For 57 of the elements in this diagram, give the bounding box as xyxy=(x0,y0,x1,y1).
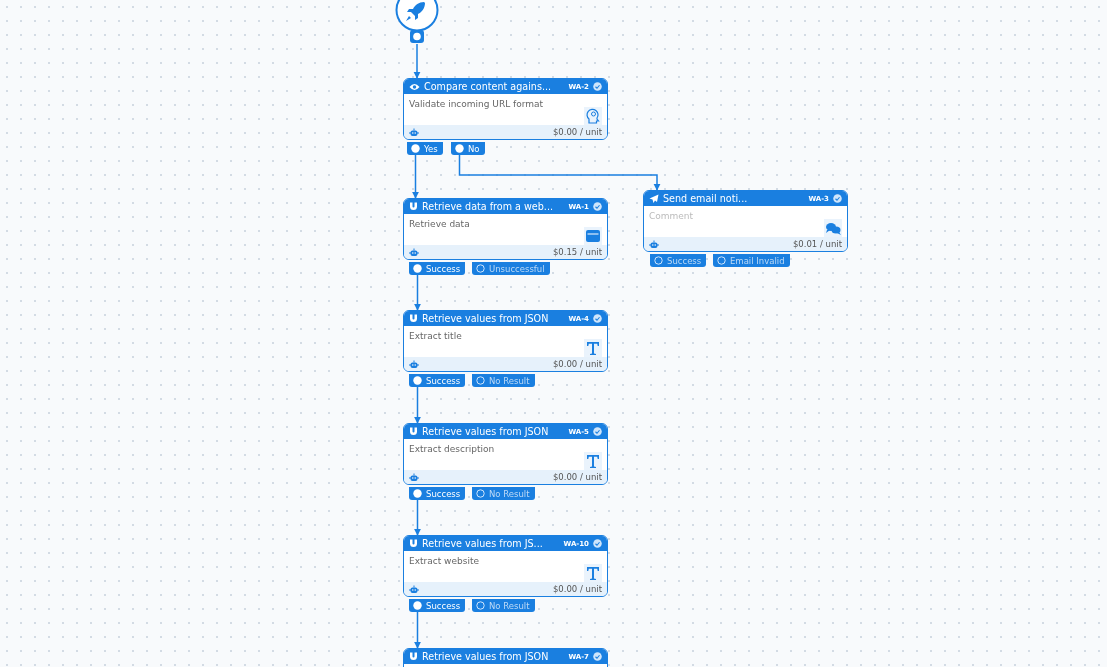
output-port xyxy=(407,142,443,155)
connector-arrow xyxy=(458,154,661,191)
port-label: Yes xyxy=(424,143,438,154)
card-title: Compare content agains... xyxy=(424,81,553,92)
output-port xyxy=(472,599,535,612)
port-label: No Result xyxy=(489,375,530,386)
action-card xyxy=(403,423,608,485)
port-label: Success xyxy=(426,600,461,611)
unit-price: $0.00 / unit xyxy=(552,359,602,369)
action-card xyxy=(403,535,608,597)
port-label: Success xyxy=(426,375,461,386)
port-label: Unsuccessful xyxy=(489,263,545,274)
card-description: Comment xyxy=(649,211,694,221)
connector-arrow xyxy=(414,499,421,536)
output-port xyxy=(409,262,466,275)
output-port xyxy=(472,374,535,387)
card-description: Extract title xyxy=(409,331,462,341)
unit-price: $0.01 / unit xyxy=(792,239,842,249)
output-port xyxy=(409,599,466,612)
card-description: Retrieve data xyxy=(409,219,470,229)
connector-arrow xyxy=(412,154,419,199)
port-label: No Result xyxy=(489,600,530,611)
port-label: No xyxy=(468,143,480,154)
card-description: Validate incoming URL format xyxy=(409,99,544,109)
card-description: Extract description xyxy=(409,444,495,454)
port-label: Success xyxy=(426,263,461,274)
unit-price: $0.00 / unit xyxy=(552,127,602,137)
port-label: Email Invalid xyxy=(730,255,785,266)
connector-arrow xyxy=(414,611,421,649)
output-port xyxy=(472,487,535,500)
card-title: Send email noti... xyxy=(663,193,749,204)
card-title: Retrieve values from JSON xyxy=(422,651,550,662)
port-label: No Result xyxy=(489,488,530,499)
output-port xyxy=(713,254,790,267)
card-title: Retrieve data from a web... xyxy=(422,201,554,212)
output-port xyxy=(472,262,550,275)
card-title: Retrieve values from JS... xyxy=(422,538,544,549)
unit-price: $0.15 / unit xyxy=(552,247,602,257)
card-title: Retrieve values from JSON xyxy=(422,426,550,437)
output-port xyxy=(650,254,707,267)
card-description: Extract website xyxy=(409,556,479,566)
output-port xyxy=(451,142,485,155)
action-card xyxy=(403,198,608,260)
action-card xyxy=(643,190,848,252)
connector-arrow xyxy=(414,274,421,311)
output-port xyxy=(409,374,466,387)
connector-arrow xyxy=(414,386,421,424)
start-node xyxy=(395,0,439,44)
action-card xyxy=(403,78,608,140)
port-label: Success xyxy=(426,488,461,499)
card-title: Retrieve values from JSON xyxy=(422,313,550,324)
unit-price: $0.00 / unit xyxy=(552,584,602,594)
action-card xyxy=(403,310,608,372)
output-port xyxy=(409,487,466,500)
port-label: Success xyxy=(667,255,702,266)
connector-arrow xyxy=(413,43,421,79)
unit-price: $0.00 / unit xyxy=(552,472,602,482)
